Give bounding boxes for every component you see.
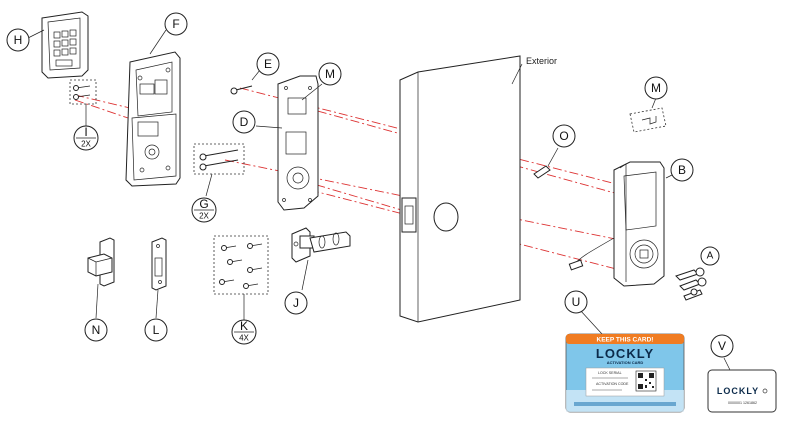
callout-f-label: F [172,17,179,31]
callout-a: A [700,246,720,266]
callout-m-right-label: M [651,81,661,95]
callout-o-label: O [559,129,568,143]
callout-b: B [670,158,694,182]
callout-m-top-label: M [325,67,335,81]
leader-m-right [651,97,657,109]
card-header-bar [566,334,684,344]
leader-m-top [301,83,323,101]
callout-v-label: V [718,339,726,353]
callout-n-label: N [92,323,101,337]
callout-u-label: U [572,295,581,309]
callout-l-label: L [153,323,160,337]
callout-n: N [84,318,108,342]
callout-e-label: E [264,57,272,71]
callout-i: I 2X [73,125,99,151]
card-brand-logo: LOCKLY [596,346,654,361]
screws-part-i [69,79,97,105]
spindle-part-o [533,165,551,179]
screws-part-k [213,235,269,295]
card-code-label: ACTIVATION CODE [596,382,629,386]
callout-e: E [256,52,280,76]
activation-card-part-u: KEEP THIS CARD! LOCKLY ACTIVATION CARD L… [565,333,685,413]
callout-o: O [552,124,576,148]
bolts-part-g [193,143,245,175]
callout-h-label: H [14,33,23,47]
qr-code-icon [635,370,657,392]
callout-m-top: M [318,62,342,86]
card-header-text: KEEP THIS CARD! [597,337,654,344]
leader-o [547,147,559,167]
callout-a-label: A [707,251,714,262]
strike-plate-part-l [151,237,167,291]
latch-part-j [291,227,351,263]
callout-l: L [144,318,168,342]
exterior-label: Exterior [526,56,557,66]
callout-v: V [710,334,734,358]
key-card-part-v: LOCKLY 0000001 1261862 [707,369,777,413]
callout-g-label: G [199,197,208,211]
interior-assembly-part-f [125,51,181,187]
exterior-lock-part-b [568,161,665,287]
card-subtitle: ACTIVATION CARD [607,360,644,365]
leader-d [255,125,283,129]
callout-k-qty: 4X [239,334,249,343]
leader-e [251,69,261,81]
small-card-brand-logo: LOCKLY [717,386,759,396]
keys-part-a [675,267,707,301]
leader-v [723,357,731,371]
battery-cover-part-h [41,11,89,79]
callout-j: J [284,291,308,315]
callout-k: K 4X [231,319,257,345]
callout-h: H [6,28,30,52]
card-serial-label: LOCK SERIAL [598,371,622,375]
bracket-part-m [629,107,667,133]
strike-box-part-n [87,237,115,287]
callout-g-qty: 2X [199,212,209,221]
callout-i-qty: 2X [81,140,91,149]
leader-g [205,173,213,197]
small-card-code: 0000001 1261862 [728,401,757,405]
callout-i-label: I [84,125,87,139]
leader-j [301,259,309,291]
leader-u [579,309,603,335]
callout-m-right: M [644,76,668,100]
callout-d-label: D [240,115,249,129]
leader-h [27,29,45,39]
callout-d: D [232,110,256,134]
callout-b-label: B [678,163,686,177]
callout-u: U [564,290,588,314]
callout-g: G 2X [191,197,217,223]
callout-f: F [164,12,188,36]
callout-k-label: K [240,319,248,333]
mounting-plate-part-d [277,75,319,211]
screw-part-e [230,85,253,95]
leader-exterior [511,63,523,85]
leader-l [155,289,159,319]
door [399,55,521,323]
leader-f [149,29,167,55]
callout-j-label: J [293,296,299,310]
leader-n [95,283,99,319]
